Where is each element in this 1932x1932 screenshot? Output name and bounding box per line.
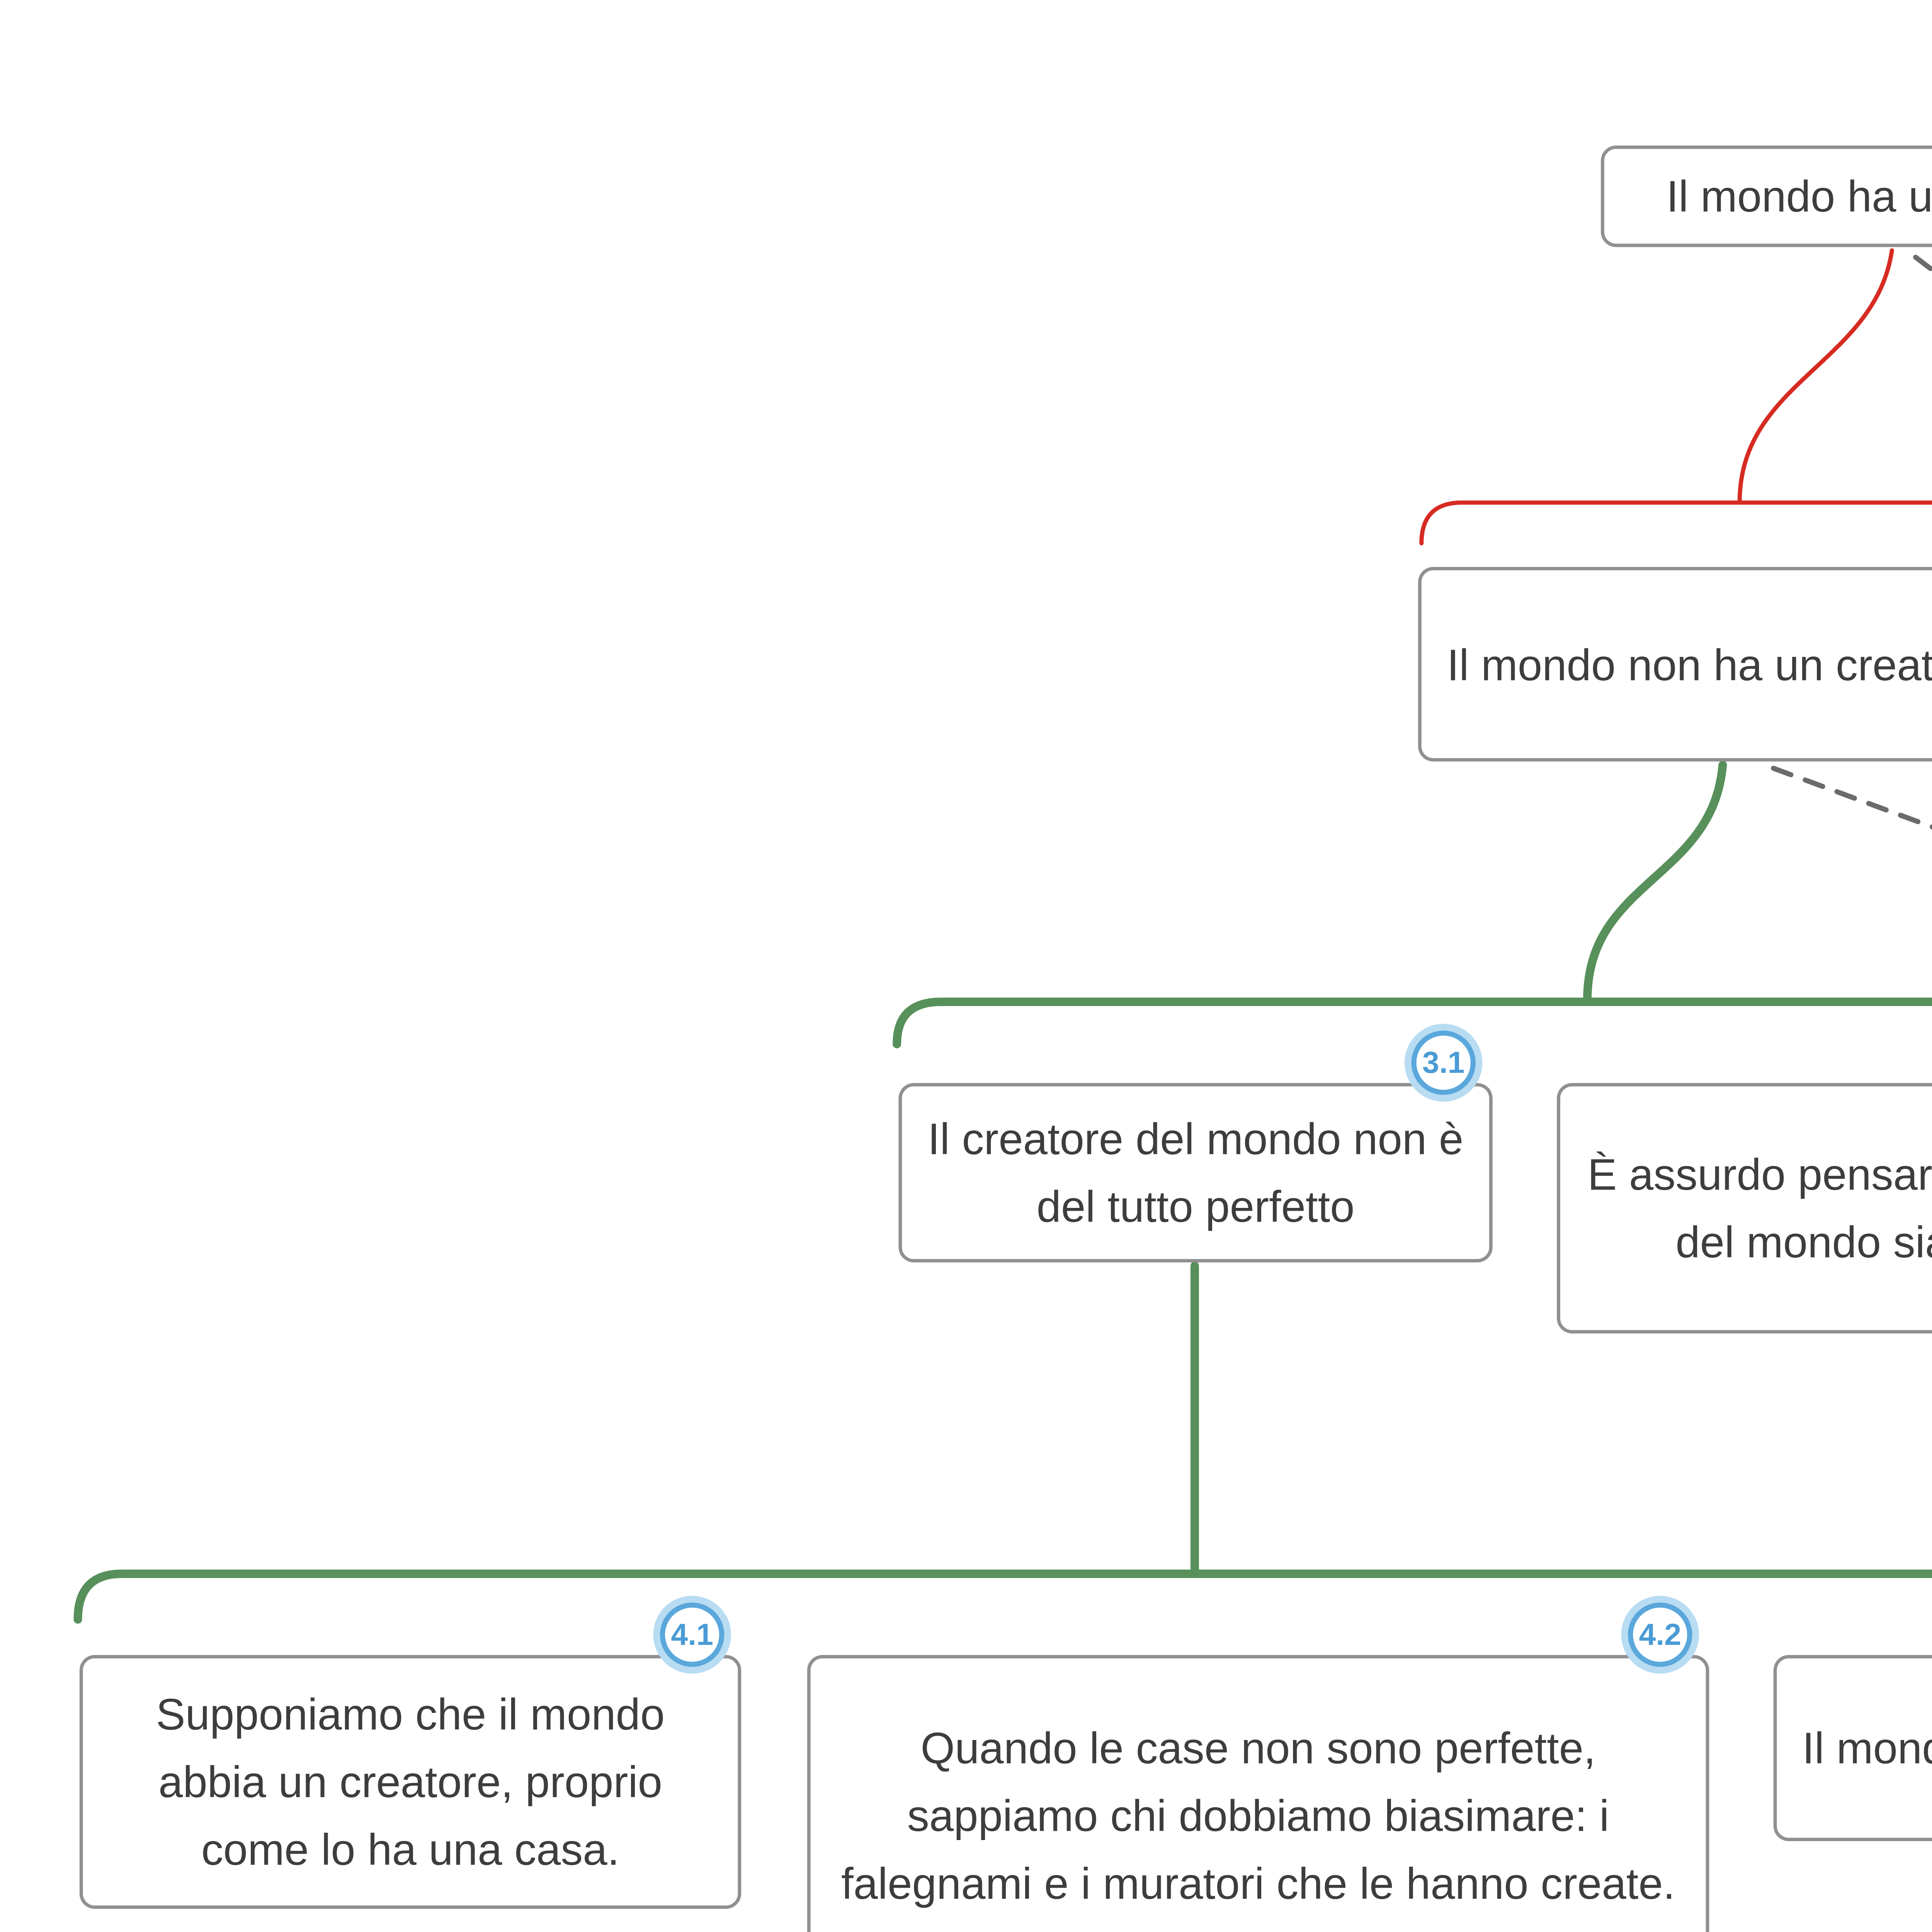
tesi-dashed-link — [1771, 765, 1932, 830]
claim-text: Il mondo ha un creatore — [1666, 171, 1932, 222]
claim-node-3-1[interactable]: 3.1 Il creatore del mondo non è del tutt… — [898, 1031, 1493, 1263]
claim-node-1-1[interactable]: 1.1 Il mondo ha un creatore — [1601, 145, 1932, 247]
claim-node-3-2[interactable]: 3.2 È assurdo pensare che il creatore de… — [1557, 1083, 1932, 1334]
claim-text: È assurdo pensare che il creatore del mo… — [1587, 1149, 1932, 1268]
claim-text: Il mondo non è perfetto — [1802, 1723, 1932, 1774]
claim-node-4-2[interactable]: 4.2 Quando le case non sono perfette, sa… — [807, 1602, 1709, 1932]
support-connector-curve — [1583, 760, 1727, 1005]
claim-text: Il creatore del mondo non è del tutto pe… — [927, 1113, 1464, 1232]
node-number-badge: 4.1 — [660, 1602, 724, 1667]
objection-bracket — [1419, 500, 1932, 546]
claim-node-2-1[interactable]: 2.1 Il mondo non ha un creatore — [1418, 567, 1932, 762]
node-number-badge: 3.1 — [1411, 1031, 1476, 1095]
claim-text: Supponiamo che il mondo abbia un creator… — [156, 1689, 665, 1875]
objection-connector-curve — [1737, 248, 1894, 505]
claim-node-4-3[interactable]: 4.3 Il mondo non è perfetto — [1773, 1655, 1932, 1841]
node-number-badge: 4.2 — [1628, 1602, 1692, 1667]
antitesi-dashed-link — [1913, 255, 1932, 273]
support-bracket-level3 — [893, 997, 1932, 1049]
claim-text: Quando le case non sono perfette, sappia… — [841, 1723, 1675, 1909]
claim-node-4-1[interactable]: 4.1 Supponiamo che il mondo abbia un cre… — [79, 1602, 742, 1909]
claim-text: Il mondo non ha un creatore — [1447, 639, 1932, 690]
support-bracket-level4 — [73, 1569, 1932, 1624]
